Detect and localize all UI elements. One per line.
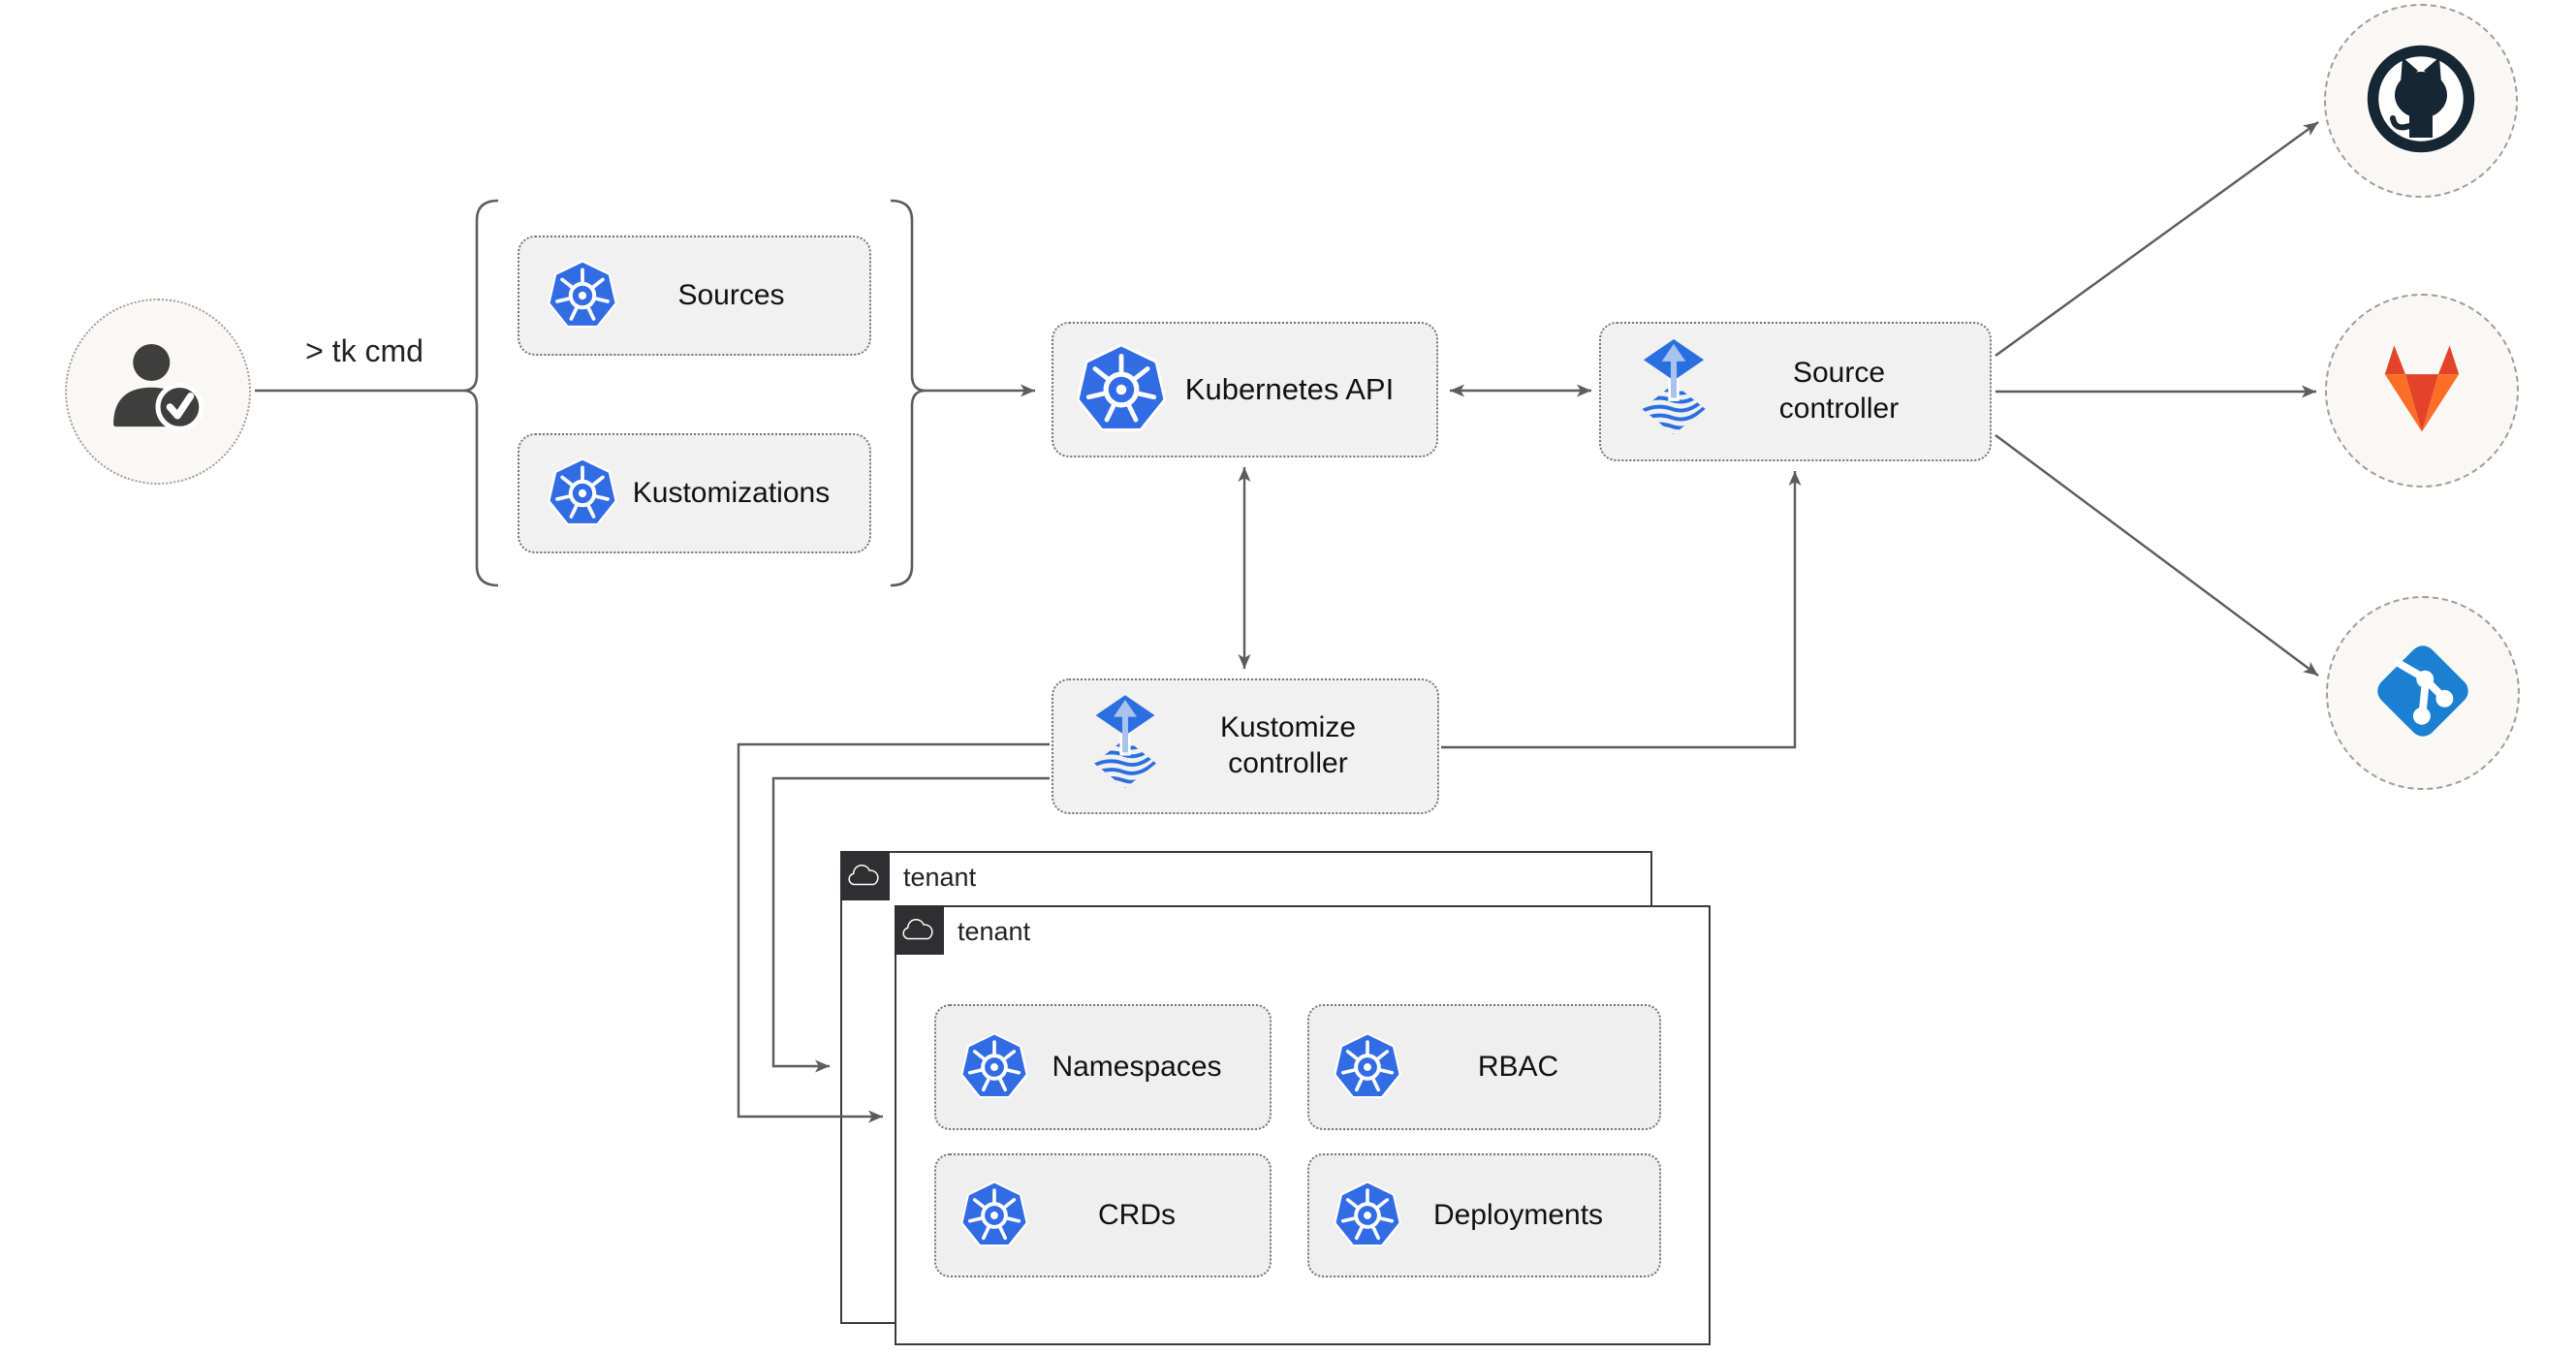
cloud-icon (839, 850, 890, 900)
cloud-icon (894, 904, 944, 955)
kubernetes-icon (547, 457, 618, 529)
crds-node: CRDs (934, 1153, 1272, 1277)
flux-icon (1634, 339, 1713, 444)
crds-label: CRDs (1098, 1198, 1176, 1231)
source-controller-line2: controller (1778, 393, 1900, 425)
kustomize-controller-line1: Kustomize (1219, 711, 1357, 744)
tenant-front-label: tenant (958, 916, 1031, 946)
sources-node: Sources (518, 236, 871, 356)
kubernetes-api-label: Kubernetes API (1184, 372, 1395, 407)
tenant-back-label: tenant (903, 862, 977, 892)
git-node (2326, 596, 2520, 790)
git-icon (2369, 637, 2477, 750)
flux-icon (1086, 695, 1164, 798)
kustomize-controller-node: Kustomize controller (1052, 678, 1439, 814)
kustomize-controller-label: Kustomize controller (1164, 710, 1437, 781)
kustomizations-label: Kustomizations (632, 476, 831, 509)
kubernetes-icon (1333, 1181, 1402, 1250)
edge-source-github (1995, 121, 2319, 357)
kustomizations-node: Kustomizations (518, 433, 871, 553)
edge-source-git (1995, 434, 2319, 677)
rbac-label: RBAC (1477, 1050, 1559, 1083)
namespaces-node: Namespaces (934, 1004, 1272, 1130)
group-brace-right (890, 199, 927, 587)
github-node (2324, 4, 2518, 198)
kustomize-controller-line2: controller (1228, 747, 1348, 779)
kubernetes-icon (959, 1181, 1029, 1250)
rbac-node: RBAC (1307, 1004, 1661, 1130)
kubernetes-icon (1333, 1032, 1402, 1102)
user-check-icon (104, 335, 212, 449)
kubernetes-api-node: Kubernetes API (1052, 322, 1438, 457)
gitlab-node (2325, 294, 2519, 488)
deployments-node: Deployments (1307, 1153, 1661, 1277)
tk-cmd-label: > tk cmd (305, 333, 424, 368)
gitlab-icon (2371, 341, 2473, 441)
kubernetes-icon (1075, 343, 1168, 436)
namespaces-label: Namespaces (1052, 1050, 1222, 1083)
source-controller-node: Source controller (1599, 322, 1992, 461)
sources-label: Sources (677, 278, 785, 311)
user-node (65, 299, 251, 485)
github-icon (2363, 41, 2479, 162)
kubernetes-icon (547, 260, 618, 331)
kubernetes-icon (959, 1032, 1029, 1102)
source-controller-label: Source controller (1713, 356, 1990, 426)
source-controller-line1: Source (1792, 357, 1886, 390)
edge-kustomize-source (1441, 471, 1802, 749)
group-brace-left (462, 199, 499, 587)
deployments-label: Deployments (1432, 1198, 1604, 1231)
